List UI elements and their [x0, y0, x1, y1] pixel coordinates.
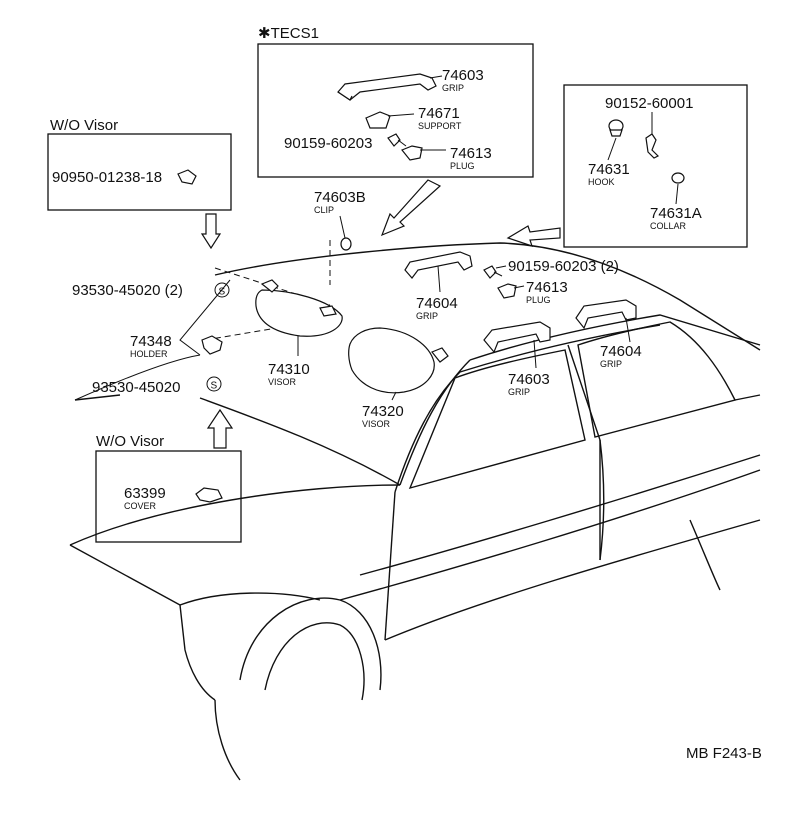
- part-number-74631: 74631: [588, 161, 630, 178]
- leader-74603-rear: [533, 339, 537, 369]
- s-symbol-bottom-text: S: [211, 381, 218, 392]
- arrow-wo-visor-top-down: [200, 213, 222, 250]
- screw-90152-icon: [645, 133, 660, 159]
- s-symbol-bottom-icon: S: [206, 376, 222, 392]
- part-number-90950: 90950-01238-18: [52, 169, 162, 186]
- part-name-74310: VISOR: [268, 377, 297, 387]
- part-number-74604-front: 74604: [416, 295, 458, 312]
- s-symbol-top-icon: S: [214, 282, 230, 298]
- wo-visor-bottom-box: [95, 450, 242, 543]
- car-body-outline: [69, 242, 761, 781]
- visor-74320-icon: [348, 327, 449, 394]
- part-name-63399: COVER: [124, 501, 157, 511]
- windshield-top: [74, 354, 201, 401]
- hook-74631-icon: [608, 119, 624, 137]
- screw-90159-roof-icon: [483, 265, 503, 279]
- plug-74613-roof-icon: [497, 283, 517, 299]
- holder-74348-icon: [201, 335, 223, 355]
- grip-74603-box-icon: [337, 73, 437, 101]
- screw-90159-box-icon: [387, 133, 407, 147]
- part-number-74310: 74310: [268, 361, 310, 378]
- collar-74631A-icon: [671, 172, 685, 184]
- leader-74320: [391, 391, 397, 401]
- part-number-93530-top: 93530-45020 (2): [72, 282, 183, 299]
- part-name-74603-rear: GRIP: [508, 387, 530, 397]
- arrow-tecs1-down: [380, 179, 442, 237]
- part-name-74603B: CLIP: [314, 205, 334, 215]
- part-number-74631A: 74631A: [650, 205, 702, 222]
- wo-visor-top-box: [47, 133, 232, 211]
- part-number-74671: 74671: [418, 105, 460, 122]
- part-number-63399: 63399: [124, 485, 166, 502]
- part-number-74613-roof: 74613: [526, 279, 568, 296]
- part-name-74603-box: GRIP: [442, 83, 464, 93]
- leader-74631: [607, 137, 617, 161]
- part-number-74603-box: 74603: [442, 67, 484, 84]
- leader-74603B: [339, 215, 346, 239]
- leader-74603-box: [429, 75, 443, 79]
- leader-74631A: [675, 183, 679, 205]
- part-name-74671: SUPPORT: [418, 121, 462, 131]
- leader-74613-roof: [513, 285, 525, 289]
- part-name-74604-front: GRIP: [416, 311, 438, 321]
- leader-74604-rear: [625, 317, 631, 343]
- clip-74603B-icon: [340, 237, 352, 251]
- wo-visor-top-title: W/O Visor: [50, 117, 118, 134]
- part-number-74604-rear: 74604: [600, 343, 642, 360]
- part-number-74603B: 74603B: [314, 189, 366, 206]
- part-number-90159-roof: 90159-60203 (2): [508, 258, 619, 275]
- part-name-74613-box: PLUG: [450, 161, 475, 171]
- plug-74613-box-icon: [401, 145, 423, 161]
- part-name-74604-rear: GRIP: [600, 359, 622, 369]
- holder-leader: [179, 279, 231, 356]
- part-name-74613-roof: PLUG: [526, 295, 551, 305]
- leader-90159-roof: [495, 265, 507, 269]
- part-name-74320: VISOR: [362, 419, 391, 429]
- part-number-90159-box: 90159-60203: [284, 135, 372, 152]
- grip-74604-front-icon: [404, 251, 473, 279]
- grip-74603-rear-icon: [483, 321, 551, 354]
- leader-74671: [387, 113, 415, 117]
- part-number-74348: 74348: [130, 333, 172, 350]
- figure-code: MB F243-B: [686, 745, 762, 762]
- part-number-93530-bottom: 93530-45020: [92, 379, 180, 396]
- wo-visor-bottom-title: W/O Visor: [96, 433, 164, 450]
- arrow-hook-left: [506, 225, 561, 247]
- part-number-74613-box: 74613: [450, 145, 492, 162]
- leader-74604-front: [437, 265, 441, 293]
- part-name-74348: HOLDER: [130, 349, 168, 359]
- part-number-74320: 74320: [362, 403, 404, 420]
- part-number-90152: 90152-60001: [605, 95, 693, 112]
- tecs1-box: [257, 43, 534, 178]
- part-name-74631A: COLLAR: [650, 221, 687, 231]
- arrow-wo-visor-bottom-up: [206, 408, 234, 449]
- s-symbol-top-text: S: [219, 287, 226, 298]
- cover-63399-icon: [195, 487, 223, 503]
- part-name-74631: HOOK: [588, 177, 615, 187]
- grip-74604-rear-icon: [575, 299, 637, 330]
- part-number-74603-rear: 74603: [508, 371, 550, 388]
- hook-box: [563, 84, 748, 248]
- support-74671-icon: [365, 111, 391, 129]
- clip-90950-icon: [177, 169, 197, 185]
- tecs1-title: ✱TECS1: [258, 25, 319, 42]
- visor-74310-icon: [255, 279, 343, 337]
